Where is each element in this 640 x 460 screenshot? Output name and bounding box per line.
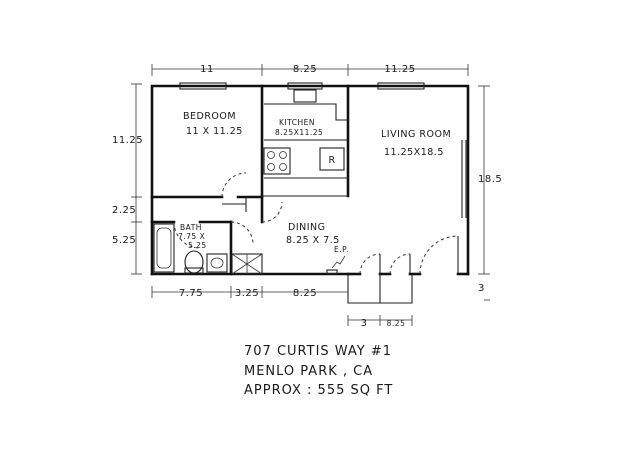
dim-right-living: 18.5 <box>478 174 502 185</box>
dining-size: 8.25 X 7.5 <box>286 235 340 246</box>
windows <box>179 82 425 90</box>
dim-top-living: 11.25 <box>384 64 415 75</box>
dim-bottom-dining: 8.25 <box>293 288 317 299</box>
dimension-labels: 11 8.25 11.25 11.25 2.25 5.25 18.5 3 7.7… <box>112 64 502 329</box>
dim-bottom-patio-left: 3 <box>361 318 368 329</box>
caption-city: MENLO PARK , CA <box>244 364 373 379</box>
electrical-panel-label: E.P. <box>334 245 349 254</box>
sink-icon <box>293 89 317 103</box>
room-labels: BEDROOM 11 X 11.25 KITCHEN 8.25X11.25 LI… <box>178 111 451 254</box>
dim-top-bedroom: 11 <box>200 64 214 75</box>
caption-address: 707 CURTIS WAY #1 <box>244 344 392 359</box>
living-room-name: LIVING ROOM <box>381 129 451 140</box>
dim-top-kitchen: 8.25 <box>293 64 317 75</box>
refrigerator-icon <box>319 147 345 171</box>
dimension-lines <box>131 64 490 326</box>
bedroom-size: 11 X 11.25 <box>186 126 243 137</box>
bath-name: BATH <box>180 223 202 232</box>
bath-fixtures <box>153 223 263 275</box>
dim-left-bath: 5.25 <box>112 235 136 246</box>
bedroom-name: BEDROOM <box>183 111 236 122</box>
stove-icon <box>263 147 291 175</box>
bath-size-line1: 7.75 X <box>178 232 205 241</box>
electrical-panel <box>326 255 346 275</box>
dim-bottom-patio-right: 8.25 <box>387 319 406 328</box>
dining-name: DINING <box>288 222 326 233</box>
sink-bath-icon <box>206 253 228 273</box>
bathtub-icon <box>153 223 175 273</box>
dim-left-hall: 2.25 <box>112 205 136 216</box>
living-room-size: 11.25X18.5 <box>384 147 444 158</box>
dim-right-patio: 3 <box>478 283 485 294</box>
dim-bottom-hall: 3.25 <box>235 288 259 299</box>
caption-area: APPROX : 555 SQ FT <box>244 383 393 398</box>
dim-left-bedroom: 11.25 <box>112 135 143 146</box>
refrigerator-label: R <box>328 155 335 166</box>
closet-icon <box>231 253 263 275</box>
kitchen-fixtures: R <box>263 89 348 179</box>
kitchen-name: KITCHEN <box>279 118 315 127</box>
kitchen-size: 8.25X11.25 <box>275 128 323 137</box>
dim-bottom-bath: 7.75 <box>179 288 203 299</box>
bath-size-line2: 5.25 <box>188 241 207 250</box>
caption: 707 CURTIS WAY #1 MENLO PARK , CA APPROX… <box>244 344 393 398</box>
doors <box>173 172 459 275</box>
toilet-icon <box>184 250 204 274</box>
